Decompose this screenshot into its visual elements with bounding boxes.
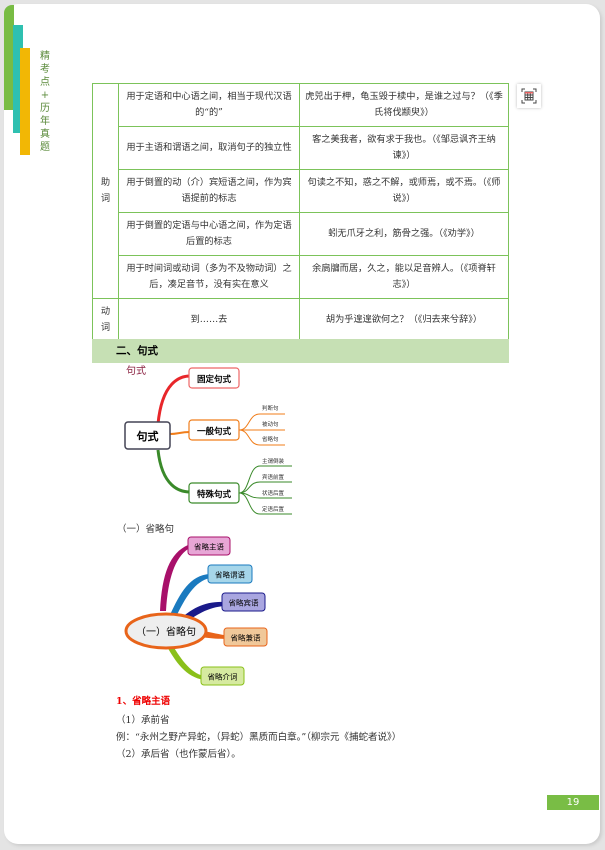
table-row: 用于主语和谓语之间，取消句子的独立性客之美我者，欲有求于我也。（《邹忌讽齐王纳谏… <box>93 126 509 170</box>
body-line: （1）承前省 <box>116 715 170 726</box>
example-cell: 胡为乎遑遑欲何之？（《归去来兮辞》） <box>299 298 509 342</box>
side-title-char: 历 <box>40 103 50 114</box>
side-title-char: 年 <box>40 116 50 127</box>
body-line: （2）承后省（也作蒙后省）。 <box>116 749 241 760</box>
usage-cell: 用于倒置的动（介）宾短语之间，作为宾语提前的标志 <box>118 169 300 213</box>
decor-bar-green <box>4 5 14 110</box>
example-cell: 蚓无爪牙之利，筋骨之强。（《劝学》） <box>299 212 509 256</box>
branch-node <box>187 536 231 556</box>
usage-cell: 用于主语和谓语之间，取消句子的独立性 <box>118 126 300 170</box>
decor-bar-teal <box>13 25 23 133</box>
table-frame-icon <box>521 88 537 104</box>
leaf-label: 判断句 <box>262 404 279 412</box>
side-title-char: 精 <box>40 51 50 62</box>
branch-node <box>207 564 253 584</box>
branch-label: 一般句式 <box>197 426 232 437</box>
mindmap-label: 句式 <box>126 364 146 377</box>
example-cell: 虎兕出于柙，龟玉毁于椟中，是谁之过与？（《季氏将伐颛臾》） <box>299 83 509 127</box>
example-cell: 余扃牖而居，久之，能以足音辨人。（《项脊轩志》） <box>299 255 509 299</box>
table-row: 用于倒置的动（介）宾短语之间，作为宾语提前的标志句读之不知，惑之不解，或师焉，或… <box>93 169 509 213</box>
example-cell: 客之美我者，欲有求于我也。（《邹忌讽齐王纳谏》） <box>299 126 509 170</box>
section-header: 二、句式 <box>92 339 509 363</box>
branch-node <box>200 666 245 686</box>
usage-cell: 用于定语和中心语之间，相当于现代汉语的“的” <box>118 83 300 127</box>
table-row: 用于倒置的定语与中心语之间，作为定语后置的标志蚓无爪牙之利，筋骨之强。（《劝学》… <box>93 212 509 256</box>
body-line: 例：“永州之野产异蛇，（异蛇）黑质而白章。”（柳宗元《捕蛇者说》） <box>116 732 402 743</box>
root-node <box>124 612 208 650</box>
root-label: （一）省略句 <box>136 625 196 638</box>
branch-label: 固定句式 <box>197 374 232 385</box>
branch-label: 省略兼语 <box>231 633 261 643</box>
branch-label: 省略谓语 <box>215 570 245 580</box>
usage-cell: 用于倒置的定语与中心语之间，作为定语后置的标志 <box>118 212 300 256</box>
side-title-char: 真 <box>40 129 50 140</box>
table-row: 助词 用于定语和中心语之间，相当于现代汉语的“的”虎兕出于柙，龟玉毁于椟中，是谁… <box>92 83 509 299</box>
ellipsis-mindmap: （一）省略句 省略主语 省略谓语 省略宾语 省略兼语 省略介词 <box>124 536 268 686</box>
leaf-label: 被动句 <box>262 420 279 428</box>
side-title-char: 题 <box>40 142 50 153</box>
side-title-char: + <box>40 90 50 101</box>
section-title: 二、句式 <box>116 345 158 357</box>
branch-node <box>188 367 240 389</box>
usage-cell: 用于时间词或动词（多为不及物动词）之后，凑足音节，没有实在意义 <box>118 255 300 299</box>
root-node <box>124 421 171 450</box>
sub-heading: （一）省略句 <box>117 524 175 535</box>
leaf-label: 主谓倒装 <box>262 457 285 465</box>
point-title: 1、省略主语 <box>116 696 171 707</box>
leaf-label: 状语后置 <box>262 489 285 497</box>
sentence-pattern-mindmap: 句式 句式 固定句式 一般句式 特殊句式 判断句 被动句 省略句 主谓倒装 宾语… <box>124 364 292 515</box>
table-select-button[interactable] <box>517 84 541 108</box>
table-row: 动词 到……去胡为乎遑遑欲何之？（《归去来兮辞》） <box>92 298 509 342</box>
type-cell: 动词 <box>92 298 119 342</box>
branch-node <box>223 627 268 647</box>
branch-node <box>221 592 266 612</box>
leaf-label: 定语后置 <box>262 505 285 513</box>
page-number: 19 <box>547 795 599 810</box>
branch-label: 特殊句式 <box>197 489 232 500</box>
example-cell: 句读之不知，惑之不解，或师焉，或不焉。（《师说》） <box>299 169 509 213</box>
table-row: 用于时间词或动词（多为不及物动词）之后，凑足音节，没有实在意义余扃牖而居，久之，… <box>93 255 509 299</box>
leaf-label: 宾语前置 <box>262 473 285 481</box>
usage-cell: 到……去 <box>118 298 300 342</box>
root-label: 句式 <box>137 429 159 443</box>
decor-bar-yellow <box>20 48 30 155</box>
leaf-label: 省略句 <box>262 435 279 443</box>
side-title-char: 点 <box>40 77 50 88</box>
type-cell: 助词 <box>92 83 119 299</box>
side-title: 精考点 + 历年真题 <box>38 50 52 154</box>
branch-label: 省略主语 <box>194 542 224 552</box>
particle-table: 助词 用于定语和中心语之间，相当于现代汉语的“的”虎兕出于柙，龟玉毁于椟中，是谁… <box>92 83 509 342</box>
branch-label: 省略介词 <box>208 672 238 682</box>
branch-label: 省略宾语 <box>229 598 259 608</box>
side-title-char: 考 <box>40 64 50 75</box>
